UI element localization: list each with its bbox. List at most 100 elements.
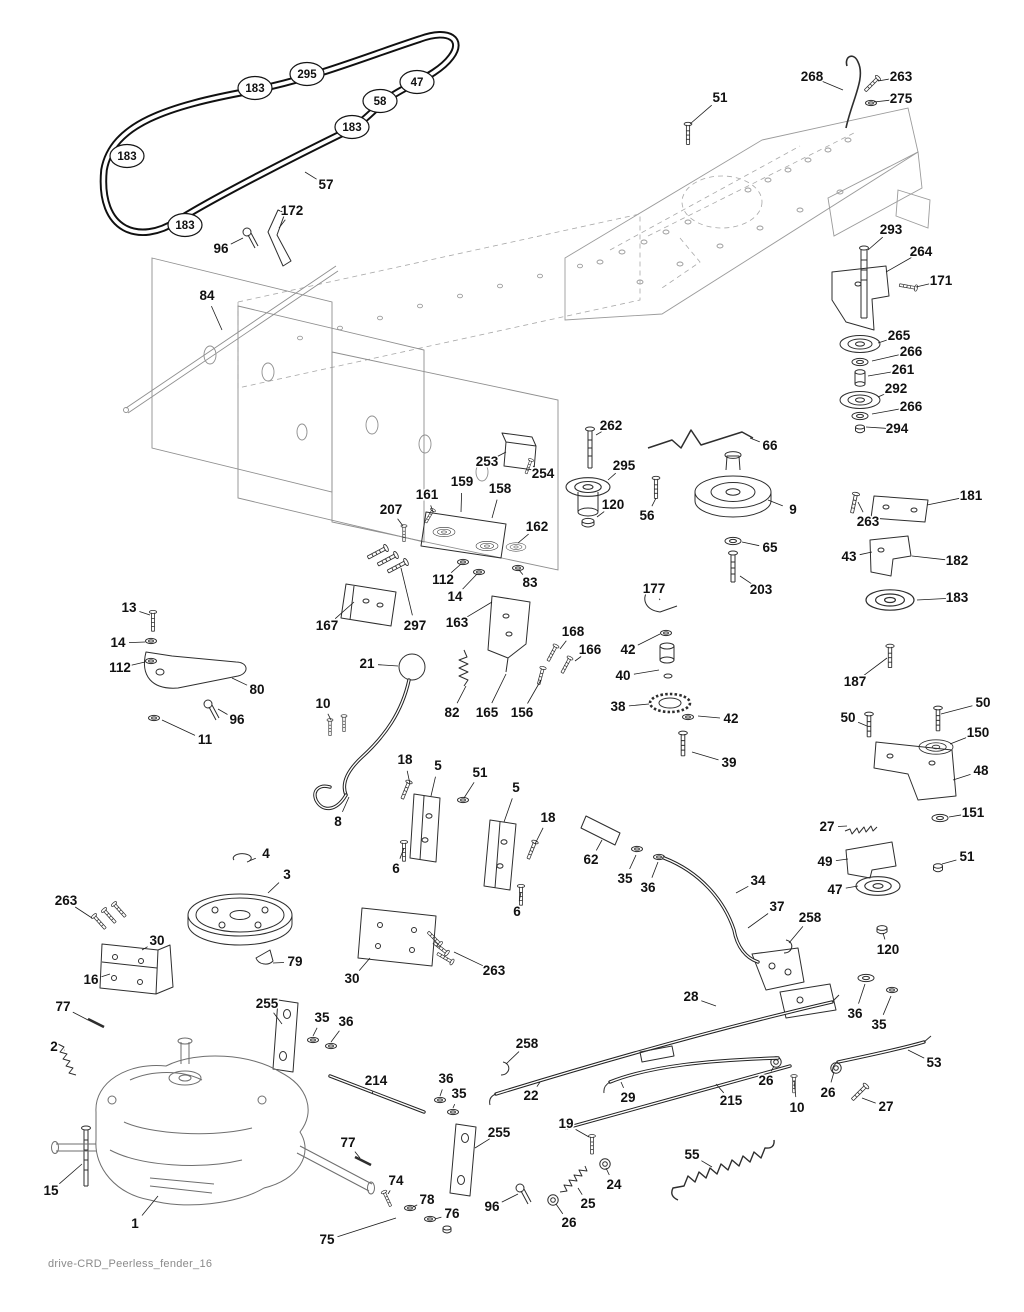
leader-line [595,431,602,436]
leader-line [399,847,405,859]
callout-label: 30 [344,971,359,986]
callout-label: 162 [526,519,549,534]
leader-line [793,1079,797,1098]
callout-label: 24 [606,1177,622,1192]
leader-line [141,1195,159,1216]
callout-label: 120 [602,497,625,512]
callout-label: 47 [827,882,842,897]
leader-line [101,973,111,978]
callout-label: 47 [411,77,424,89]
callout-label: 11 [198,732,213,747]
callout-label: 293 [880,222,903,237]
callout-label: 177 [643,581,666,596]
callout-label: 26 [561,1215,577,1230]
callout-label: 112 [109,660,131,675]
leader-line [59,1163,83,1185]
callout-bubble [237,75,273,101]
callout-label: 53 [926,1055,942,1070]
leader-line [575,1129,590,1138]
leader-line [358,957,371,971]
leader-line [161,719,196,736]
callout-label: 183 [117,151,136,163]
leader-line [139,611,151,616]
leader-line [72,1011,89,1021]
leader-line [697,715,721,719]
callout-label: 151 [962,805,985,820]
callout-label: 120 [877,942,900,957]
leader-line [858,983,866,1004]
leader-line [837,825,848,827]
callout-label: 51 [472,765,488,780]
callout-label: 262 [600,418,623,433]
leader-line [532,465,535,468]
leader-line [273,1012,283,1025]
leader-line [689,104,712,125]
leader-line [452,1103,456,1109]
leader-line [491,673,507,704]
callout-bubble [109,143,145,169]
leader-line [518,569,524,575]
callout-label: 275 [890,91,913,106]
callout-label: 27 [878,1099,893,1114]
leader-line [877,78,891,82]
callout-label: 36 [640,880,656,895]
callout-label: 35 [617,871,633,886]
callout-label: 263 [857,514,880,529]
callout-label: 255 [488,1125,511,1140]
leader-line [952,774,971,781]
leader-line [882,995,892,1015]
leader-line [911,555,947,561]
leader-line [312,1027,318,1037]
callout-bubble [399,69,435,95]
leader-line [377,664,399,667]
callout-label: 43 [841,549,857,564]
callout-label: 292 [885,381,908,396]
leader-line [867,371,893,377]
leader-line [278,219,286,229]
leader-lines [59,78,973,1238]
callout-label: 56 [639,508,655,523]
callout-label: 83 [522,575,538,590]
leader-line [453,951,485,967]
callout-label: 82 [444,705,459,720]
leader-line [907,1049,925,1059]
leader-line [735,885,749,894]
leader-line [871,408,901,415]
callout-label: 295 [297,69,317,81]
leader-line [867,236,883,251]
callout-label: 263 [483,963,506,978]
leader-line [354,1151,361,1159]
leader-line [130,661,146,666]
callout-label: 30 [149,933,164,948]
callout-label: 295 [613,458,636,473]
callout-label: 84 [199,288,215,303]
leader-line [871,354,901,362]
callout-label: 18 [397,752,413,767]
leader-line [620,1081,624,1089]
leader-line [406,770,411,785]
callout-label: 266 [900,399,923,414]
callout-label: 263 [55,893,78,908]
callout-label: 35 [451,1086,467,1101]
callout-label: 6 [392,861,400,876]
callout-label: 19 [558,1116,573,1131]
leader-line [371,1091,374,1095]
callout-label: 265 [888,328,911,343]
leader-line [211,305,223,331]
leader-line [857,501,864,513]
leader-line [633,669,660,675]
leader-line [835,858,849,861]
callout-label: 26 [820,1085,836,1100]
callout-label: 37 [769,899,784,914]
callout-label: 112 [432,572,454,587]
leader-line [460,492,462,513]
callout-label: 297 [404,618,427,633]
chassis-frame [237,107,931,389]
leader-line [948,814,963,818]
callout-label: 21 [359,656,375,671]
leader-line [74,906,93,919]
leader-line [501,1193,519,1203]
callout-label: 26 [758,1073,774,1088]
leader-line [466,601,493,618]
leader-line [342,796,350,813]
